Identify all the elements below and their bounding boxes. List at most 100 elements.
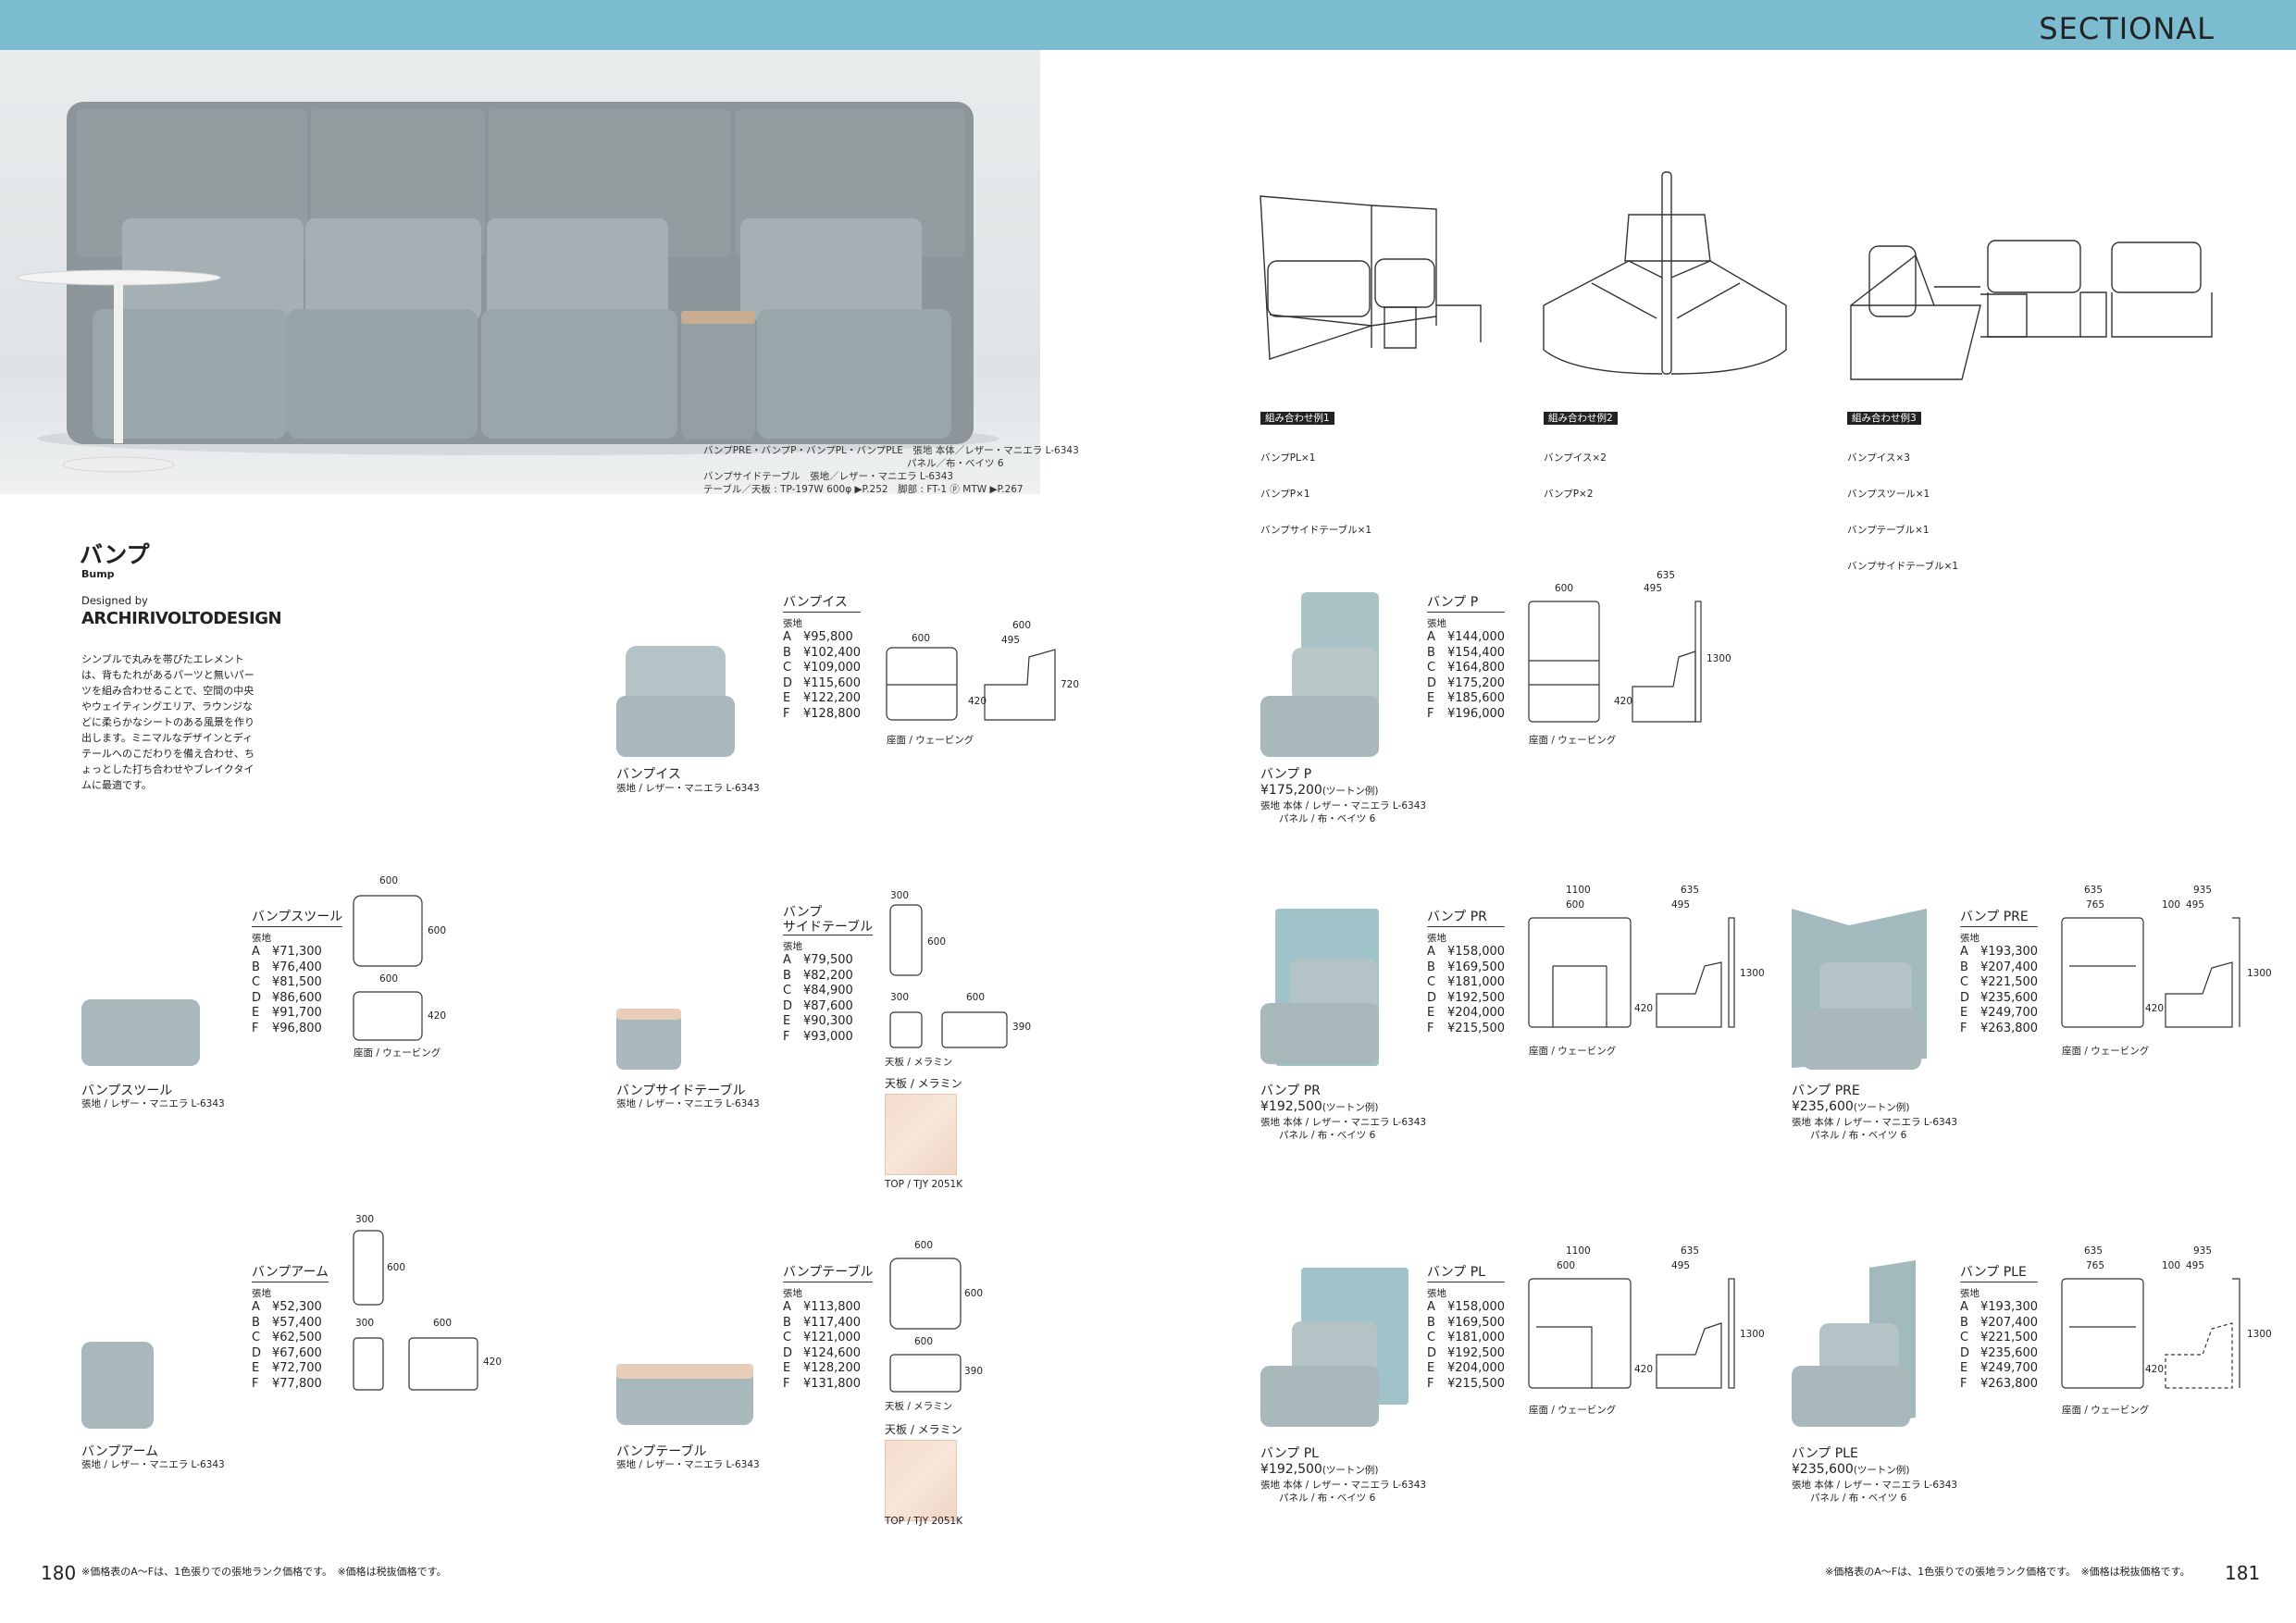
fabric-label: 張地: [252, 1288, 271, 1299]
price: ¥72,700: [272, 1361, 322, 1375]
page-number-left: 180: [41, 1562, 77, 1584]
dim-note: 座面 / ウェービング: [2062, 1405, 2150, 1416]
ple-spec: バンプ PLE 張地 A¥193,300 B¥207,400 C¥221,500…: [1960, 1262, 2039, 1392]
price-list: A¥71,300 B¥76,400 C¥81,500 D¥86,600 E¥91…: [252, 945, 322, 1035]
designed-by: Designed by: [81, 594, 148, 607]
p-name: バンプ P: [1427, 592, 1506, 613]
price: ¥215,500: [1447, 1021, 1506, 1035]
dim-note: 天板 / メラミン: [885, 1057, 953, 1068]
chair-material: 張地 / レザー・マニエラ L-6343: [616, 783, 760, 794]
price: ¥196,000: [1447, 706, 1506, 721]
price: ¥235,600: [1980, 990, 2039, 1005]
price: ¥193,300: [1980, 1300, 2039, 1314]
price: ¥122,200: [803, 691, 862, 705]
price-list: A¥144,000 B¥154,400 C¥164,800 D¥175,200 …: [1427, 630, 1506, 721]
price: ¥82,200: [803, 968, 853, 983]
dim: 1300: [1740, 1329, 1765, 1340]
dim: 935: [2193, 885, 2213, 896]
arm-name: バンプアーム: [252, 1262, 329, 1282]
price: ¥84,900: [803, 984, 853, 997]
price: ¥109,000: [803, 661, 862, 675]
arm-material: 張地 / レザー・マニエラ L-6343: [81, 1459, 225, 1470]
stool-material: 張地 / レザー・マニエラ L-6343: [81, 1098, 225, 1109]
combo-item: バンプイス×2: [1544, 452, 1607, 464]
price: ¥249,700: [1980, 1006, 2039, 1020]
price: ¥86,600: [272, 990, 322, 1005]
top-label: 天板 / メラミン: [885, 1423, 962, 1436]
chair-spec: バンプイス 張地 A¥95,800 B¥102,400 C¥109,000 D¥…: [783, 592, 862, 722]
hero-caption: バンプPRE・バンプP・バンプPL・バンプPLE 張地 本体／レザー・マニエラ …: [703, 444, 1079, 496]
side-table-photo: [616, 1009, 681, 1070]
dim: 495: [1001, 635, 1021, 646]
price: ¥128,200: [803, 1361, 862, 1375]
table-label: バンプテーブル: [616, 1444, 707, 1459]
section-title: SECTIONAL: [2039, 11, 2215, 46]
fabric-label: 張地: [1427, 1288, 1446, 1299]
dim: 100: [2162, 899, 2181, 911]
dim: 600: [912, 633, 931, 644]
side-table-name: バンプ サイドテーブル: [783, 905, 874, 935]
price: ¥77,800: [272, 1376, 322, 1391]
price: ¥215,500: [1447, 1376, 1506, 1391]
chair-name: バンプイス: [783, 592, 862, 613]
combo-item: バンプイス×3: [1847, 452, 1910, 464]
price: ¥164,800: [1447, 661, 1506, 675]
dim: 420: [1614, 696, 1633, 707]
dim: 600: [927, 936, 947, 948]
price: ¥263,800: [1980, 1376, 2039, 1391]
pl-material: 張地 本体 / レザー・マニエラ L-6343 パネル / 布・ベイツ 6: [1260, 1480, 1427, 1504]
dim: 300: [355, 1318, 375, 1329]
dim: 420: [483, 1357, 503, 1368]
p-label: バンプ P: [1260, 767, 1312, 782]
pr-spec: バンプ PR 張地 A¥158,000 B¥169,500 C¥181,000 …: [1427, 907, 1506, 1036]
dim: 1300: [2247, 1329, 2272, 1340]
dim-note: 天板 / メラミン: [885, 1401, 953, 1412]
pre-spec: バンプ PRE 張地 A¥193,300 B¥207,400 C¥221,500…: [1960, 907, 2039, 1036]
dim: 495: [2186, 899, 2205, 911]
dim-note: 座面 / ウェービング: [354, 1047, 441, 1059]
chair-label: バンプイス: [616, 767, 681, 782]
price: ¥204,000: [1447, 1006, 1506, 1020]
dim: 420: [968, 696, 987, 707]
price-list: A¥79,500 B¥82,200 C¥84,900 D¥87,600 E¥90…: [783, 953, 853, 1044]
price: ¥115,600: [803, 675, 862, 690]
table-material: 張地 / レザー・マニエラ L-6343: [616, 1459, 760, 1470]
dim: 600: [1555, 583, 1574, 594]
page-number-right: 181: [2225, 1562, 2261, 1584]
dim: 600: [914, 1336, 934, 1347]
price: ¥192,500: [1447, 1345, 1506, 1360]
p-spec: バンプ P 張地 A¥144,000 B¥154,400 C¥164,800 D…: [1427, 592, 1506, 722]
dim: 600: [1566, 899, 1585, 911]
dim: 600: [914, 1240, 934, 1251]
price: ¥158,000: [1447, 1300, 1506, 1314]
pr-price: ¥192,500(ツートン例): [1260, 1099, 1379, 1114]
price: ¥71,300: [272, 945, 322, 959]
price: ¥90,300: [803, 1014, 853, 1028]
fabric-label: 張地: [783, 618, 802, 629]
dim-note: 座面 / ウェービング: [1529, 1046, 1617, 1057]
dim: 420: [428, 1010, 447, 1022]
dim: 1300: [1706, 653, 1731, 664]
pr-name: バンプ PR: [1427, 907, 1506, 927]
dim: 300: [890, 992, 910, 1003]
header-bar: [0, 0, 2296, 50]
price: ¥221,500: [1980, 975, 2039, 989]
price-list: A¥193,300 B¥207,400 C¥221,500 D¥235,600 …: [1960, 945, 2039, 1035]
fabric-label: 張地: [783, 1288, 802, 1299]
combo-1: 組み合わせ例1 バンプPL×1 バンプP×1 バンプサイドテーブル×1: [1260, 407, 1371, 561]
combo-item: バンプサイドテーブル×1: [1847, 561, 1959, 572]
price-list: A¥193,300 B¥207,400 C¥221,500 D¥235,600 …: [1960, 1300, 2039, 1391]
dim: 635: [1657, 570, 1676, 581]
dim: 600: [379, 875, 399, 886]
arm-photo: [81, 1342, 154, 1429]
pre-label: バンプ PRE: [1792, 1084, 1860, 1098]
price: ¥193,300: [1980, 945, 2039, 959]
price: ¥79,500: [803, 953, 853, 967]
top-code: TOP / TJY 2051K: [885, 1179, 963, 1190]
price: ¥263,800: [1980, 1021, 2039, 1035]
combo-item: バンプP×2: [1544, 489, 1594, 500]
price: ¥207,400: [1980, 960, 2039, 974]
dim: 600: [387, 1262, 406, 1273]
